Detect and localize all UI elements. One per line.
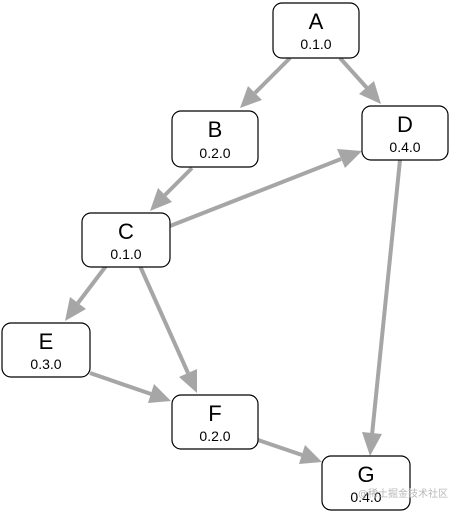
edges-layer (65, 56, 402, 464)
node-b-version: 0.2.0 (199, 145, 230, 161)
node-f[interactable]: F 0.2.0 (171, 394, 259, 450)
node-f-label: F (208, 401, 221, 426)
node-b-box (171, 110, 259, 168)
node-c-box (81, 212, 171, 268)
node-a-box (272, 2, 360, 59)
edge-a-to-b (240, 56, 292, 108)
node-d-label: D (397, 112, 413, 137)
node-e-label: E (39, 329, 54, 354)
edge-d-to-g (362, 159, 402, 456)
node-c-label: C (118, 219, 134, 244)
node-g-box (321, 455, 411, 511)
node-e-version: 0.3.0 (30, 356, 61, 372)
node-b[interactable]: B 0.2.0 (171, 110, 259, 168)
node-g-label: G (357, 462, 374, 487)
node-e[interactable]: E 0.3.0 (1, 322, 91, 378)
node-a-version: 0.1.0 (300, 36, 331, 52)
node-a[interactable]: A 0.1.0 (272, 2, 360, 59)
node-g[interactable]: G 0.4.0 (321, 455, 411, 511)
node-b-label: B (208, 117, 223, 142)
node-f-version: 0.2.0 (199, 428, 230, 444)
watermark-text: @稀土掘金技术社区 (358, 487, 448, 500)
node-a-label: A (309, 9, 324, 34)
node-c-version: 0.1.0 (110, 246, 141, 262)
edge-c-to-f (138, 265, 197, 393)
edge-e-to-f (89, 371, 171, 403)
node-d[interactable]: D 0.4.0 (361, 105, 449, 161)
edge-f-to-g (257, 438, 322, 464)
edge-c-to-d (169, 149, 362, 228)
node-f-box (171, 394, 259, 450)
node-c[interactable]: C 0.1.0 (81, 212, 171, 268)
node-e-box (1, 322, 91, 378)
node-d-version: 0.4.0 (389, 139, 420, 155)
edge-a-to-d (338, 56, 381, 104)
node-d-box (361, 105, 449, 161)
edge-c-to-e (65, 264, 108, 321)
edge-b-to-c (150, 166, 194, 211)
node-g-version: 0.4.0 (350, 489, 381, 505)
